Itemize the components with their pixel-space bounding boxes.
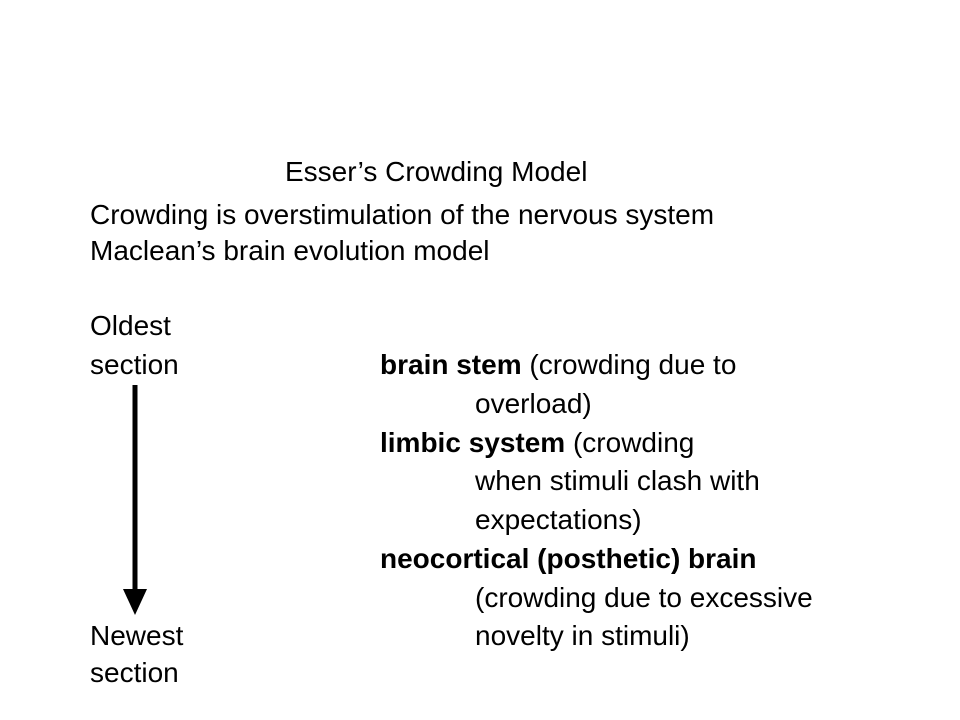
brain-stem-desc-cont-1: overload) — [475, 388, 592, 419]
oldest-label-line1: Oldest — [90, 310, 171, 341]
arrow-head — [123, 589, 147, 615]
neocortical-desc-cont-1: (crowding due to excessive — [475, 582, 813, 613]
down-arrow-icon — [123, 385, 147, 615]
brain-stem-name: brain stem — [380, 349, 522, 380]
limbic-system-desc-cont-2: expectations) — [475, 504, 642, 535]
neocortical-desc-cont-2: novelty in stimuli) — [475, 620, 690, 651]
neocortical-entry: neocortical (posthetic) brain — [380, 543, 757, 575]
brain-stem-entry: brain stem (crowding due to — [380, 349, 736, 381]
slide-title: Esser’s Crowding Model — [285, 156, 588, 187]
intro-line-2: Maclean’s brain evolution model — [90, 235, 490, 266]
limbic-system-desc: (crowding — [565, 427, 695, 458]
neocortical-name: neocortical (posthetic) brain — [380, 543, 757, 574]
newest-label-line1: Newest — [90, 620, 184, 651]
intro-line-1: Crowding is overstimulation of the nervo… — [90, 199, 715, 230]
oldest-label-line2: section — [90, 349, 179, 380]
limbic-system-desc-cont-1: when stimuli clash with — [475, 465, 760, 496]
limbic-system-entry: limbic system (crowding — [380, 427, 694, 459]
brain-stem-desc: (crowding due to — [521, 349, 737, 380]
newest-label-line2: section — [90, 657, 179, 688]
limbic-system-name: limbic system — [380, 427, 566, 458]
